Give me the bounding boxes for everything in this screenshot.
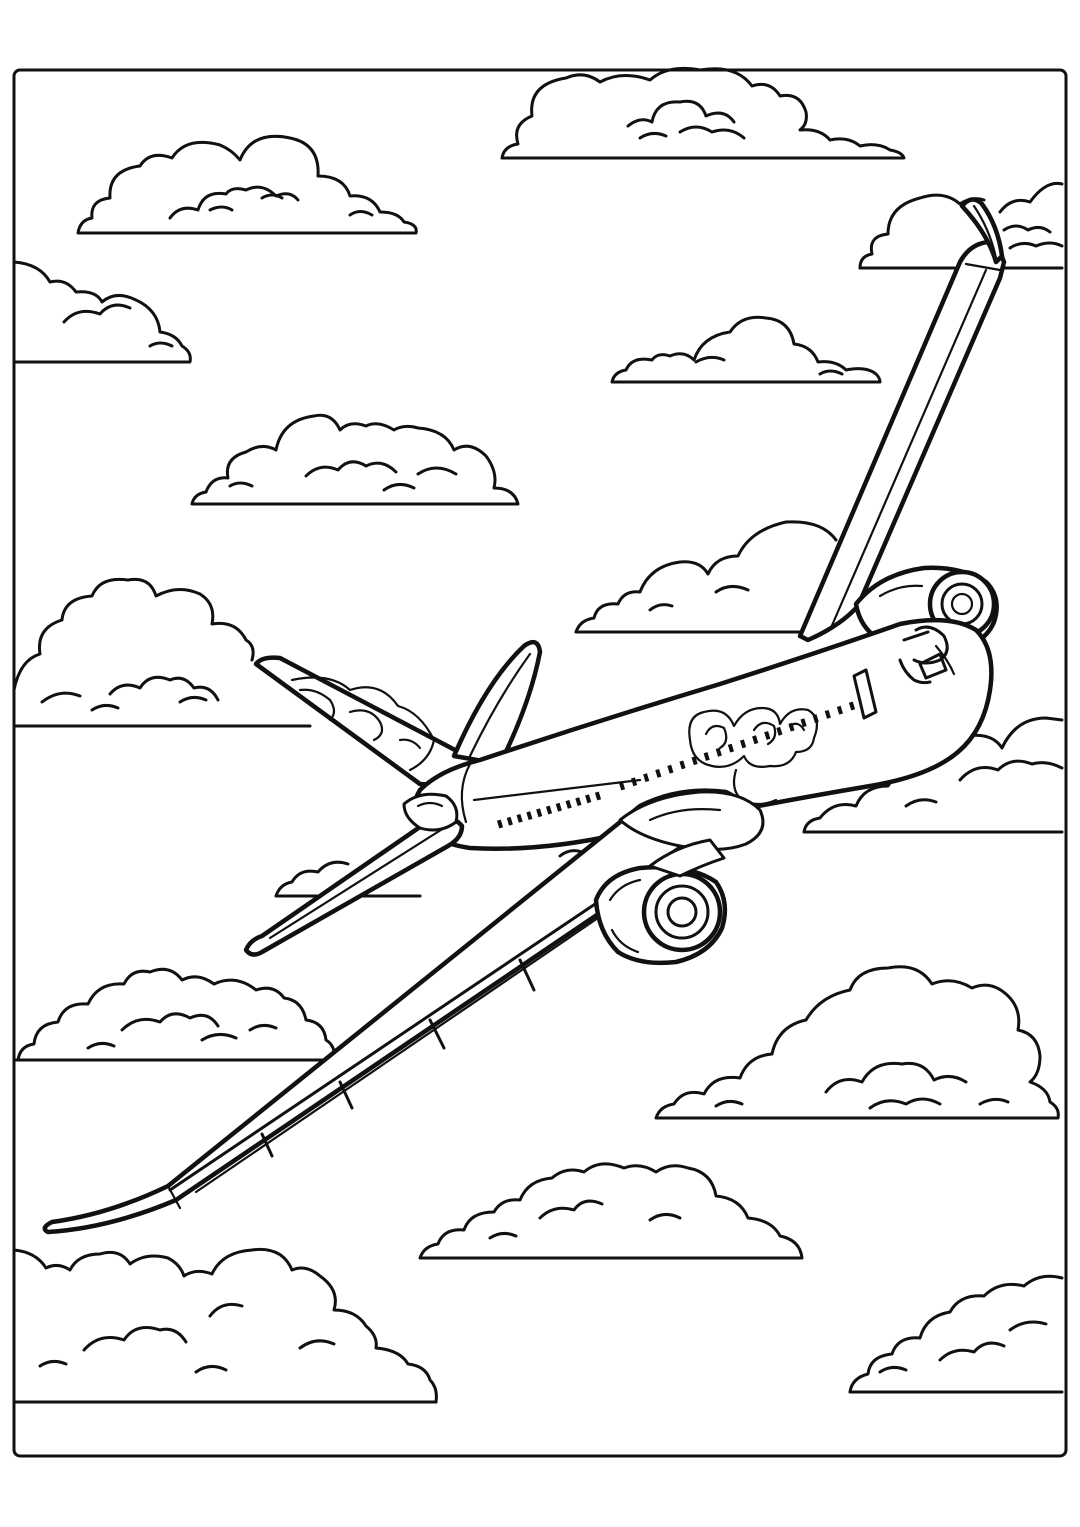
cabin-window — [643, 773, 650, 783]
page-border — [12, 68, 1068, 1458]
cabin-window — [526, 811, 533, 821]
cabin-window — [506, 816, 513, 826]
cabin-window — [776, 726, 783, 736]
cloud — [654, 965, 1060, 1120]
cabin-window — [679, 760, 686, 770]
cloud — [418, 1162, 804, 1260]
cabin-windows — [496, 701, 856, 829]
cloud — [858, 181, 1064, 270]
cabin-window — [836, 705, 843, 715]
cloud — [76, 134, 418, 235]
cabin-window — [585, 794, 592, 804]
fuselage — [412, 617, 994, 851]
cabin-window — [667, 764, 674, 774]
far-wing — [797, 197, 1007, 643]
cabin-window — [631, 777, 638, 787]
cabin-window — [824, 709, 831, 719]
cabin-window — [565, 799, 572, 809]
cabin-window — [536, 808, 543, 818]
cloud — [12, 260, 192, 364]
cabin-window — [764, 731, 771, 740]
horizontal-stabilizer — [253, 655, 477, 789]
near-stabilizer — [243, 792, 465, 957]
cloud — [190, 413, 520, 506]
cabin-window — [594, 791, 602, 801]
cabin-window — [618, 781, 626, 791]
cabin-window — [545, 805, 553, 815]
cabin-window — [575, 797, 582, 807]
cloud — [12, 967, 336, 1062]
cabin-window — [715, 747, 722, 757]
cloud — [12, 577, 312, 728]
cloud — [574, 520, 838, 634]
cabin-window — [752, 735, 759, 745]
cabin-window — [788, 722, 795, 732]
airplane — [42, 197, 1007, 1235]
cabin-window — [655, 768, 662, 778]
cabin-window — [691, 756, 698, 766]
cabin-window — [800, 718, 807, 728]
cabin-window — [740, 739, 747, 749]
cloud — [12, 1247, 438, 1404]
cabin-window — [848, 701, 856, 711]
cabin-window — [703, 752, 710, 761]
cabin-window — [812, 714, 819, 724]
cloud — [610, 315, 882, 384]
near-engine — [593, 838, 728, 966]
tail-fin — [451, 639, 543, 767]
cabin-window — [555, 802, 562, 812]
cabin-window — [496, 819, 504, 829]
cabin-window — [516, 813, 523, 823]
cloud — [500, 66, 906, 160]
cabin-window — [727, 743, 734, 753]
cloud — [848, 1274, 1064, 1394]
